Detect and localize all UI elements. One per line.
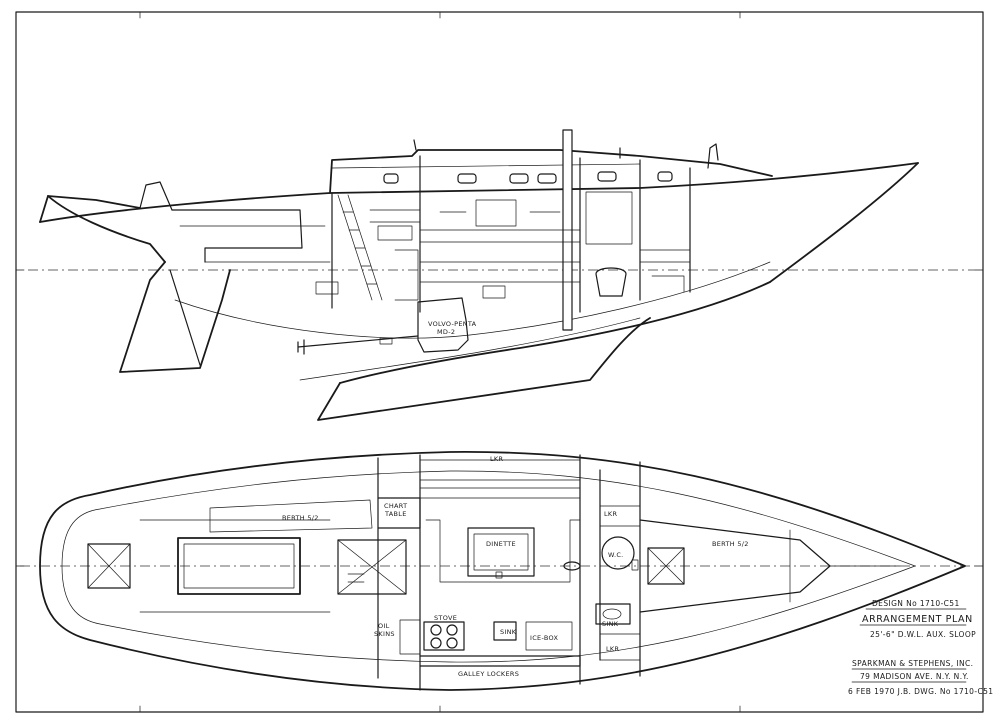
wc-label: W.C.: [608, 551, 624, 559]
chain-locker: [789, 529, 901, 603]
companionway-hatch: [337, 539, 407, 595]
cabin-top-line: [331, 163, 641, 169]
counter: [47, 195, 166, 263]
oil-skins-label-2: SKINS: [374, 630, 395, 638]
berth-fwd-label: BERTH 5/2: [712, 540, 749, 548]
stove-burners: [430, 624, 458, 649]
ventilator: [707, 143, 719, 169]
wc-profile: [595, 267, 627, 297]
oil-skins-label: OIL: [378, 622, 390, 630]
firm-name: SPARKMAN & STEPHENS, INC.: [852, 659, 973, 668]
ice-box: [525, 621, 573, 651]
cockpit-coaming: [139, 181, 173, 211]
portlights: [383, 171, 673, 184]
propeller: [297, 339, 305, 355]
plan-bulkheads: [377, 454, 641, 691]
hull-bottom: [339, 281, 771, 384]
title-block: DESIGN No 1710-C51 ARRANGEMENT PLAN 25'-…: [848, 599, 993, 696]
profile-view: VOLVO-PENTA MD-2: [28, 129, 975, 421]
design-number: DESIGN No 1710-C51: [872, 599, 960, 608]
settee-back-stbd: [419, 487, 581, 499]
cockpit-seats: [139, 519, 331, 613]
border-tick-marks: [15, 11, 984, 713]
forehatch: [647, 547, 685, 585]
interior-furniture: [315, 191, 691, 301]
drawing-title: ARRANGEMENT PLAN: [862, 614, 973, 625]
transom: [39, 195, 141, 223]
drawing-subtitle: 25'-6" D.W.L. AUX. SLOOP: [870, 630, 976, 639]
propeller-shaft: [297, 335, 419, 348]
date-and-drawing-number: 6 FEB 1970 J.B. DWG. No 1710-C51: [848, 687, 993, 696]
cockpit-well-plan: [177, 537, 301, 595]
bulkheads: [331, 155, 691, 313]
lkr-bottom-label: LKR: [606, 645, 619, 653]
lkr-head-label: LKR: [604, 510, 617, 518]
dinette-seat: [425, 519, 581, 583]
hull-lower-line: [299, 317, 641, 381]
stanchion: [413, 139, 417, 151]
lazarette-hatch-cross: [87, 543, 131, 589]
lazarette-hatch: [87, 543, 131, 589]
cabin-trunk: [329, 149, 773, 194]
chart-table: [377, 497, 421, 529]
mast-step: [563, 561, 581, 571]
cockpit-seat: [179, 225, 331, 263]
dinette-table: [467, 527, 535, 577]
rudder: [119, 261, 231, 373]
sheet-border: [15, 11, 984, 713]
lkr-top-label: LKR: [490, 455, 503, 463]
engine-label-2: MD-2: [437, 328, 455, 336]
firm-address: 79 MADISON AVE. N.Y. N.Y.: [860, 672, 969, 681]
head-locker-bottom: [599, 633, 641, 661]
plan-view: BERTH 5/2 CHART TABLE LKR DINETTE LKR W.…: [20, 451, 975, 691]
head-locker: [599, 505, 641, 527]
chart-table-label: CHART: [384, 502, 407, 510]
stove-label: STOVE: [434, 614, 457, 622]
companionway-ladder: [337, 194, 383, 301]
engine-label: VOLVO-PENTA: [428, 320, 477, 328]
companionway-hatch-cross: [337, 539, 407, 595]
sink-galley-label: SINK: [500, 628, 517, 636]
head-sink-basin: [602, 608, 622, 620]
stem: [769, 162, 919, 283]
galley-counter: [419, 655, 581, 667]
deck-inner-line: [61, 470, 916, 663]
oil-skins-locker: [399, 619, 421, 655]
berth-port-label: BERTH 5/2: [282, 514, 319, 522]
head-sink: [595, 603, 631, 625]
dinette-label: DINETTE: [486, 540, 516, 548]
dinette-table-leaf: [473, 533, 529, 571]
galley-sink: [493, 621, 517, 641]
sink-head-label: SINK: [602, 620, 619, 628]
table-leg: [495, 571, 503, 579]
stern-bearing: [379, 337, 393, 345]
hull-outline: [39, 451, 966, 691]
cockpit-well: [171, 209, 303, 263]
forehatch-cross: [647, 547, 685, 585]
wc-pump: [631, 559, 639, 571]
wc-bowl: [601, 536, 635, 570]
sheer-line: [39, 162, 919, 223]
cockpit-sole: [183, 543, 295, 589]
galley-lockers-label: GALLEY LOCKERS: [458, 670, 519, 678]
ice-box-label: ICE-BOX: [530, 634, 559, 642]
hull-inner-line: [174, 261, 771, 339]
engine: [417, 297, 469, 353]
keel: [317, 317, 651, 421]
stove: [423, 621, 465, 651]
locker-top: [419, 459, 581, 481]
rudder-post: [169, 269, 201, 366]
chart-table-label-2: TABLE: [384, 510, 407, 518]
port-berth: [209, 499, 373, 533]
